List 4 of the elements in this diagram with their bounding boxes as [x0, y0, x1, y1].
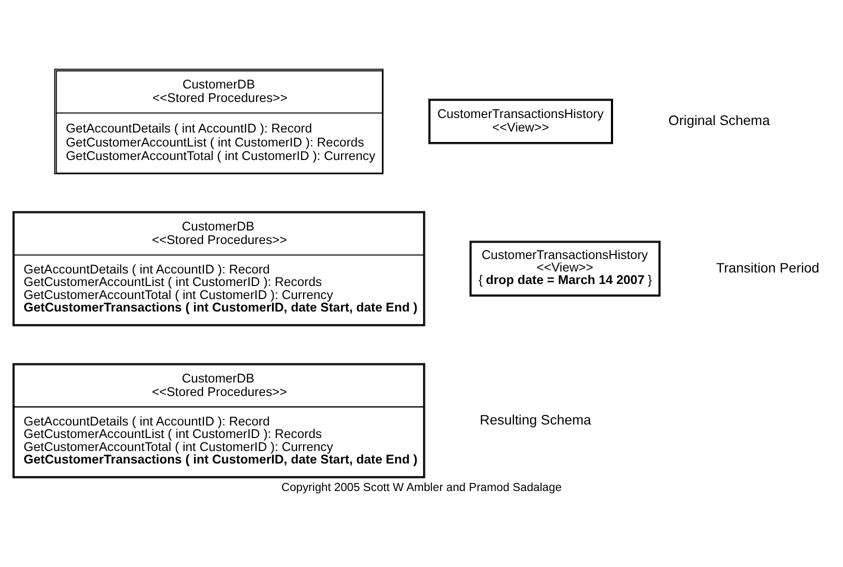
- label: Original Schema: [668, 112, 770, 128]
- caption: Copyright 2005 Scott W Ambler and Pramod Sadalage: [281, 480, 562, 494]
- label: Transition Period: [716, 260, 820, 275]
- label: Resulting Schema: [480, 412, 592, 427]
